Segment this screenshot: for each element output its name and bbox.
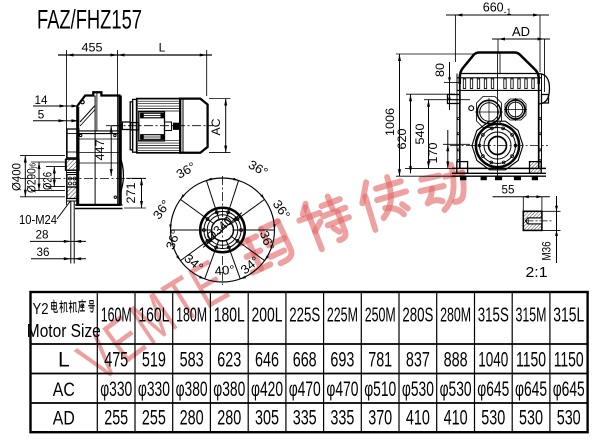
svg-text:315S: 315S <box>478 304 509 327</box>
svg-text:Ø290j6: Ø290j6 <box>25 163 39 193</box>
svg-text:160L: 160L <box>138 304 169 327</box>
svg-text:φ530: φ530 <box>402 378 434 401</box>
svg-text:φ645: φ645 <box>553 378 585 401</box>
svg-text:530: 530 <box>519 407 543 430</box>
svg-text:M36: M36 <box>542 242 554 261</box>
svg-text:693: 693 <box>330 349 354 372</box>
svg-text:φ330: φ330 <box>100 378 132 401</box>
svg-text:L: L <box>159 41 166 55</box>
svg-text:225S: 225S <box>289 304 320 327</box>
svg-text:837: 837 <box>406 349 430 372</box>
svg-text:36°: 36° <box>257 229 277 253</box>
svg-text:225M: 225M <box>327 304 358 327</box>
svg-text:455: 455 <box>82 41 103 55</box>
svg-text:620: 620 <box>395 128 409 149</box>
svg-text:φ530: φ530 <box>440 378 472 401</box>
svg-text:280: 280 <box>180 407 204 430</box>
svg-text:250M: 250M <box>365 304 396 327</box>
svg-text:1150: 1150 <box>554 349 584 372</box>
svg-text:36°: 36° <box>163 228 183 252</box>
svg-text:φ470: φ470 <box>326 378 358 401</box>
svg-text:40°: 40° <box>214 263 235 279</box>
svg-text:519: 519 <box>142 349 166 372</box>
svg-text:180L: 180L <box>214 304 245 327</box>
svg-text:L: L <box>58 349 70 372</box>
svg-text:335: 335 <box>293 407 317 430</box>
svg-text:280M: 280M <box>440 304 471 327</box>
svg-text:AC: AC <box>209 118 223 135</box>
svg-text:55: 55 <box>502 183 515 197</box>
svg-text:φ510: φ510 <box>364 378 396 401</box>
svg-text:φ645: φ645 <box>515 378 547 401</box>
svg-text:36: 36 <box>37 245 50 259</box>
svg-text:255: 255 <box>142 407 166 430</box>
svg-text:280S: 280S <box>402 304 433 327</box>
svg-text:305: 305 <box>255 407 279 430</box>
svg-text:36°: 36° <box>246 157 270 179</box>
svg-text:AD: AD <box>512 25 530 39</box>
svg-text:Ø26: Ø26 <box>41 172 55 190</box>
svg-text:φ380: φ380 <box>213 378 245 401</box>
svg-text:FAZ/FHZ157: FAZ/FHZ157 <box>37 5 142 35</box>
svg-text:AC: AC <box>53 380 75 401</box>
svg-text:335: 335 <box>330 407 354 430</box>
svg-text:2:1: 2:1 <box>526 265 548 281</box>
svg-text:5: 5 <box>38 108 45 122</box>
svg-text:315M: 315M <box>516 304 547 327</box>
svg-text:410: 410 <box>406 407 430 430</box>
svg-text:Motor Size: Motor Size <box>27 321 101 341</box>
svg-text:AD: AD <box>53 409 75 430</box>
svg-text:781: 781 <box>368 349 392 372</box>
svg-text:255: 255 <box>104 407 128 430</box>
svg-text:180M: 180M <box>176 304 207 327</box>
svg-text:φ330: φ330 <box>138 378 170 401</box>
svg-text:646: 646 <box>255 349 279 372</box>
svg-text:280: 280 <box>217 407 241 430</box>
svg-text:36°: 36° <box>150 197 173 221</box>
svg-text:φ420: φ420 <box>251 378 283 401</box>
svg-text:668: 668 <box>293 349 317 372</box>
svg-text:14: 14 <box>35 93 48 107</box>
svg-text:80: 80 <box>433 63 447 77</box>
svg-text:200L: 200L <box>252 304 283 327</box>
svg-text:160M: 160M <box>101 304 132 327</box>
svg-text:271: 271 <box>124 182 138 203</box>
svg-text:10-M24: 10-M24 <box>19 213 57 227</box>
svg-text:36°: 36° <box>174 159 198 181</box>
svg-text:28: 28 <box>36 228 49 242</box>
svg-text:530: 530 <box>557 407 581 430</box>
svg-text:888: 888 <box>444 349 468 372</box>
svg-text:315L: 315L <box>553 304 584 327</box>
svg-text:Y2: Y2 <box>33 301 49 318</box>
svg-text:φ645: φ645 <box>477 378 509 401</box>
svg-text:1006: 1006 <box>383 108 397 136</box>
svg-text:1040: 1040 <box>478 349 508 372</box>
svg-text:447: 447 <box>93 139 107 160</box>
svg-text:623: 623 <box>217 349 241 372</box>
svg-text:660-1: 660-1 <box>483 1 512 17</box>
svg-text:1150: 1150 <box>516 349 546 372</box>
svg-text:φ470: φ470 <box>289 378 321 401</box>
svg-text:475: 475 <box>104 349 128 372</box>
svg-text:170: 170 <box>426 142 440 163</box>
svg-text:Ø400: Ø400 <box>10 163 24 191</box>
svg-text:370: 370 <box>368 407 392 430</box>
svg-text:φ380: φ380 <box>176 378 208 401</box>
svg-text:583: 583 <box>180 349 204 372</box>
svg-text:540: 540 <box>413 123 427 144</box>
svg-text:530: 530 <box>481 407 505 430</box>
svg-text:410: 410 <box>444 407 468 430</box>
